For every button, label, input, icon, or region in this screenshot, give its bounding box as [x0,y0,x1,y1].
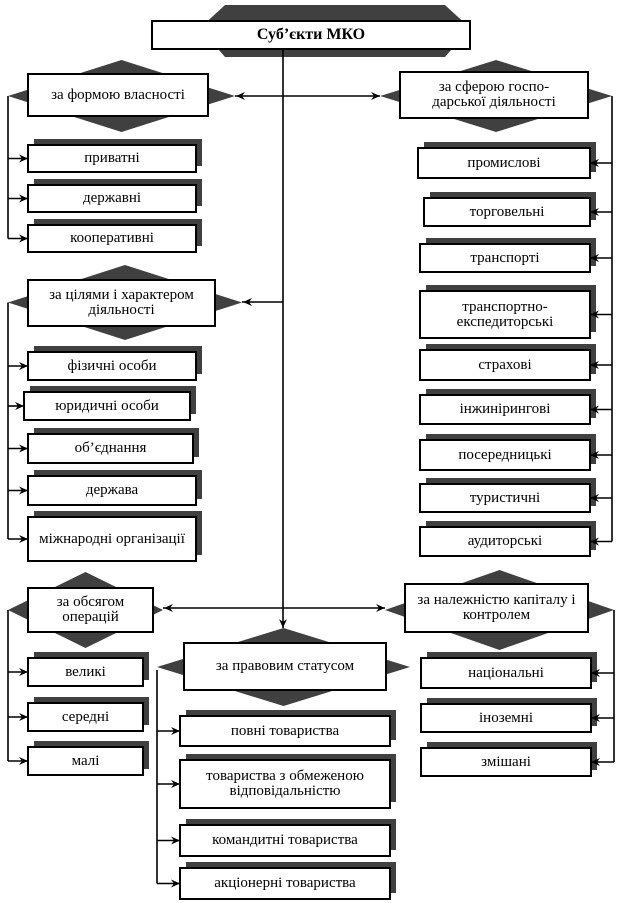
item-label-legal: повні товариства [230,722,340,739]
item-box [27,144,197,173]
category-label-sphere: за сферою госпо- дарської діяльності [432,79,556,110]
item-label-sphere: транспортно-експедиторські [456,298,554,330]
arrow-head-icon [19,757,28,765]
item-box [423,197,591,227]
item-box [420,703,592,733]
arrow-head-icon [19,234,28,243]
arrow-head-icon [19,535,28,543]
item-box [179,759,391,809]
item-label-ownership: приватні [84,150,140,166]
item-box [27,657,144,687]
item-label-capital: національні [468,664,544,681]
item-label-sphere: аудиторські [467,533,543,549]
category-label-goals: за цілями і характером діяльності [49,287,194,318]
arrow-head-icon [15,402,24,410]
arrow-head-icon [171,780,180,788]
category-label-capital: за належністю капіталу і контролем [417,592,576,623]
arrow-head-icon [243,298,252,306]
category-box-goals [27,279,216,327]
category-label-volume: за обсягом операцій [56,594,125,625]
item-label-goals: держава [85,482,139,498]
item-label-sphere: інжинірингові [459,401,551,417]
arrow-head-icon [19,668,28,676]
item-label-sphere: посередницькі [458,446,552,463]
category-box-legal [183,642,387,691]
arrow-head-icon [591,669,600,677]
item-box [417,147,591,179]
category-box-capital [404,583,589,633]
item-box [419,483,591,513]
arrow-head-icon [164,604,173,612]
item-label-sphere: страхові [478,356,532,373]
arrow-head-icon [371,92,380,100]
diagram-title: Суб’єкти МКО [256,26,366,43]
item-label-ownership: державні [82,190,142,206]
item-label-capital: змішані [481,753,531,770]
arrow-head-icon [590,159,599,167]
arrow-head-icon [19,154,28,163]
item-box [27,224,197,253]
title-box [151,20,471,50]
item-label-goals: юридичні особи [55,397,159,414]
category-box-ownership [27,73,209,117]
arrow-head-icon [19,444,28,453]
arrow-head-icon [279,619,287,628]
item-box [420,657,592,689]
arrow-head-icon [171,879,180,888]
arrow-head-icon [590,208,599,216]
arrow-head-icon [19,486,28,495]
category-box-sphere [399,71,589,119]
item-label-legal: командитні товариства [212,832,358,848]
arrow-head-icon [236,92,245,100]
arrow-head-icon [590,361,599,369]
item-box [27,516,197,562]
arrow-head-icon [590,451,599,459]
arrow-head-icon [171,727,180,735]
item-box [27,746,144,776]
item-box [27,351,197,381]
arrow-head-icon [590,310,599,319]
arrow-head-icon [19,362,28,370]
item-label-legal: акціонерні товариства [214,875,356,891]
item-label-volume: середні [61,708,110,725]
category-label-legal: за правовим статусом [215,658,355,674]
arrow-head-icon [591,758,600,766]
item-label-goals: міжнародні організації [39,530,185,547]
category-box-volume [27,587,154,633]
item-label-volume: малі [71,752,100,769]
item-box [179,715,391,747]
arrow-head-icon [171,836,180,845]
item-box [419,290,591,339]
item-box [419,394,591,425]
item-label-ownership: кооперативні [70,230,154,246]
item-label-sphere: транспорті [470,249,540,266]
arrow-head-icon [591,714,600,722]
item-label-sphere: торговельні [469,203,545,220]
arrow-head-icon [376,604,385,612]
arrow-head-icon [19,194,28,203]
item-label-goals: фізичні особи [67,357,157,374]
item-box [420,747,592,777]
item-label-sphere: туристичні [469,489,541,506]
arrow-head-icon [590,254,599,262]
item-label-legal: товариства з обмеженою відповідальністю [206,768,364,799]
arrow-head-icon [590,494,599,502]
item-box [419,439,591,471]
arrow-head-icon [590,537,599,546]
item-label-sphere: промислові [467,154,541,171]
item-box [27,184,197,213]
item-box [419,243,591,273]
category-label-ownership: за формою власності [51,86,185,103]
item-box [419,349,591,381]
item-label-volume: великі [65,663,106,680]
item-label-capital: іноземні [479,709,533,726]
arrow-head-icon [19,713,28,721]
arrow-head-icon [590,405,599,414]
item-label-goals: об’єднання [74,440,147,456]
